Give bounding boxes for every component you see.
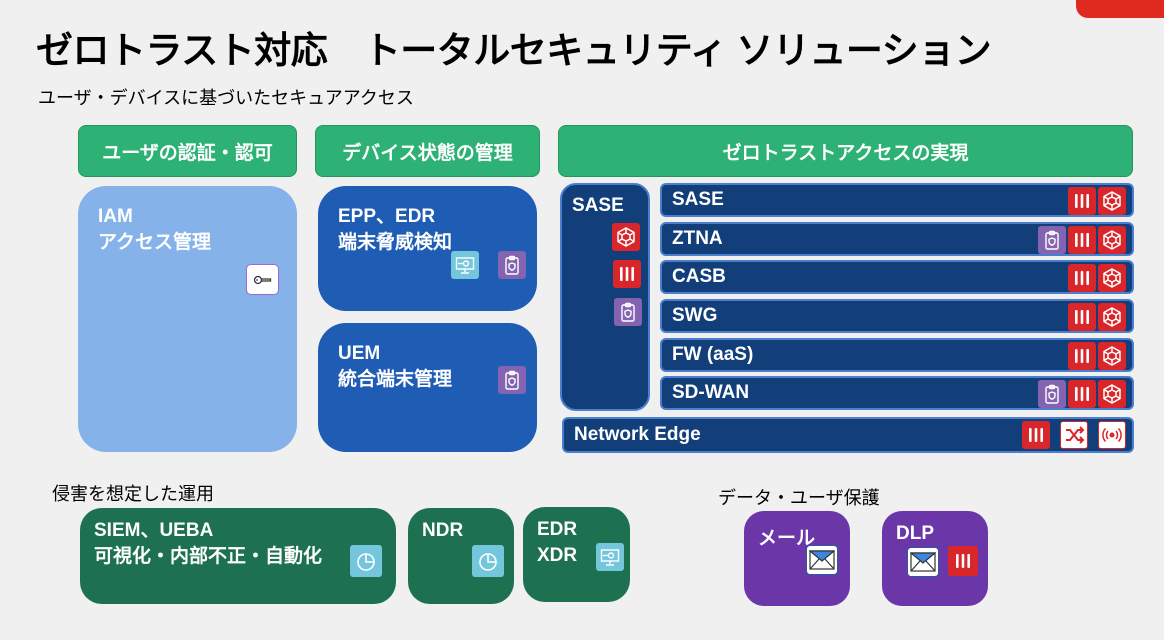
row-ztna: ZTNA bbox=[660, 222, 1134, 256]
network-icon bbox=[1098, 342, 1126, 370]
firewall-icon bbox=[1068, 226, 1096, 254]
edr-xdr-card: EDR XDR bbox=[523, 507, 630, 602]
wireless-icon bbox=[1098, 421, 1126, 449]
iam-title: IAM bbox=[98, 206, 133, 227]
network-icon bbox=[1098, 226, 1126, 254]
corner-accent bbox=[1076, 0, 1164, 18]
clipboard-shield-icon bbox=[614, 298, 642, 326]
row-label: Network Edge bbox=[574, 424, 701, 445]
siem-title: SIEM、UEBA bbox=[94, 520, 214, 541]
ndr-card: NDR bbox=[408, 508, 514, 604]
key-icon bbox=[246, 264, 279, 295]
ndr-title: NDR bbox=[422, 520, 464, 541]
firewall-icon bbox=[1022, 421, 1050, 449]
mail-card: メール bbox=[744, 511, 850, 606]
header-device-management: デバイス状態の管理 bbox=[315, 125, 540, 177]
envelope-icon bbox=[806, 545, 838, 575]
row-network-edge: Network Edge bbox=[562, 417, 1134, 453]
row-label: SWG bbox=[672, 305, 718, 326]
uem-title: UEM bbox=[338, 343, 381, 364]
network-icon bbox=[612, 223, 640, 251]
row-casb: CASB bbox=[660, 260, 1134, 294]
network-icon bbox=[1098, 303, 1126, 331]
header-zero-trust-access: ゼロトラストアクセスの実現 bbox=[558, 125, 1133, 177]
uem-subtitle: 統合端末管理 bbox=[338, 369, 453, 390]
protection-section-label: データ・ユーザ保護 bbox=[718, 488, 880, 508]
row-swg: SWG bbox=[660, 299, 1134, 333]
page-subtitle: ユーザ・デバイスに基づいたセキュアアクセス bbox=[38, 88, 414, 108]
clipboard-shield-icon bbox=[498, 251, 526, 279]
epp-title: EPP、EDR bbox=[338, 206, 436, 227]
envelope-icon bbox=[907, 547, 939, 577]
network-icon bbox=[1098, 264, 1126, 292]
row-fw-aas: FW (aaS) bbox=[660, 338, 1134, 372]
iam-card: IAM アクセス管理 bbox=[78, 186, 297, 452]
firewall-icon bbox=[613, 260, 641, 288]
sase-group: SASE bbox=[560, 183, 650, 411]
clipboard-shield-icon bbox=[1038, 226, 1066, 254]
firewall-icon bbox=[1068, 264, 1096, 292]
dlp-title: DLP bbox=[896, 523, 934, 544]
dlp-card: DLP bbox=[882, 511, 988, 606]
monitor-icon bbox=[596, 543, 624, 571]
network-icon bbox=[1098, 187, 1126, 215]
epp-edr-card: EPP、EDR 端末脅威検知 bbox=[318, 186, 537, 311]
firewall-icon bbox=[1068, 187, 1096, 215]
firewall-icon bbox=[1068, 303, 1096, 331]
xdr-title: XDR bbox=[537, 545, 578, 566]
pie-chart-icon bbox=[472, 545, 504, 577]
ops-section-label: 侵害を想定した運用 bbox=[52, 484, 214, 504]
monitor-icon bbox=[451, 251, 479, 279]
row-label: SASE bbox=[672, 189, 724, 210]
epp-subtitle: 端末脅威検知 bbox=[338, 232, 453, 253]
iam-subtitle: アクセス管理 bbox=[98, 232, 212, 253]
row-label: CASB bbox=[672, 266, 726, 287]
mail-title: メール bbox=[758, 528, 816, 549]
header-user-auth: ユーザの認証・認可 bbox=[78, 125, 297, 177]
network-icon bbox=[1098, 380, 1126, 408]
clipboard-shield-icon bbox=[498, 366, 526, 394]
switch-shuffle-icon bbox=[1060, 421, 1088, 449]
pie-chart-icon bbox=[350, 545, 382, 577]
uem-card: UEM 統合端末管理 bbox=[318, 323, 537, 452]
siem-ueba-card: SIEM、UEBA 可視化・内部不正・自動化 bbox=[80, 508, 396, 604]
firewall-icon bbox=[948, 546, 978, 576]
page-title: ゼロトラスト対応 トータルセキュリティ ソリューション bbox=[36, 30, 992, 71]
row-sase: SASE bbox=[660, 183, 1134, 217]
row-label: FW (aaS) bbox=[672, 344, 754, 365]
firewall-icon bbox=[1068, 380, 1096, 408]
edr-title: EDR bbox=[537, 519, 578, 540]
row-label: SD-WAN bbox=[672, 382, 750, 403]
siem-subtitle: 可視化・内部不正・自動化 bbox=[94, 546, 323, 567]
firewall-icon bbox=[1068, 342, 1096, 370]
row-sd-wan: SD-WAN bbox=[660, 376, 1134, 410]
sase-group-title: SASE bbox=[572, 195, 624, 216]
row-label: ZTNA bbox=[672, 228, 723, 249]
clipboard-shield-icon bbox=[1038, 380, 1066, 408]
